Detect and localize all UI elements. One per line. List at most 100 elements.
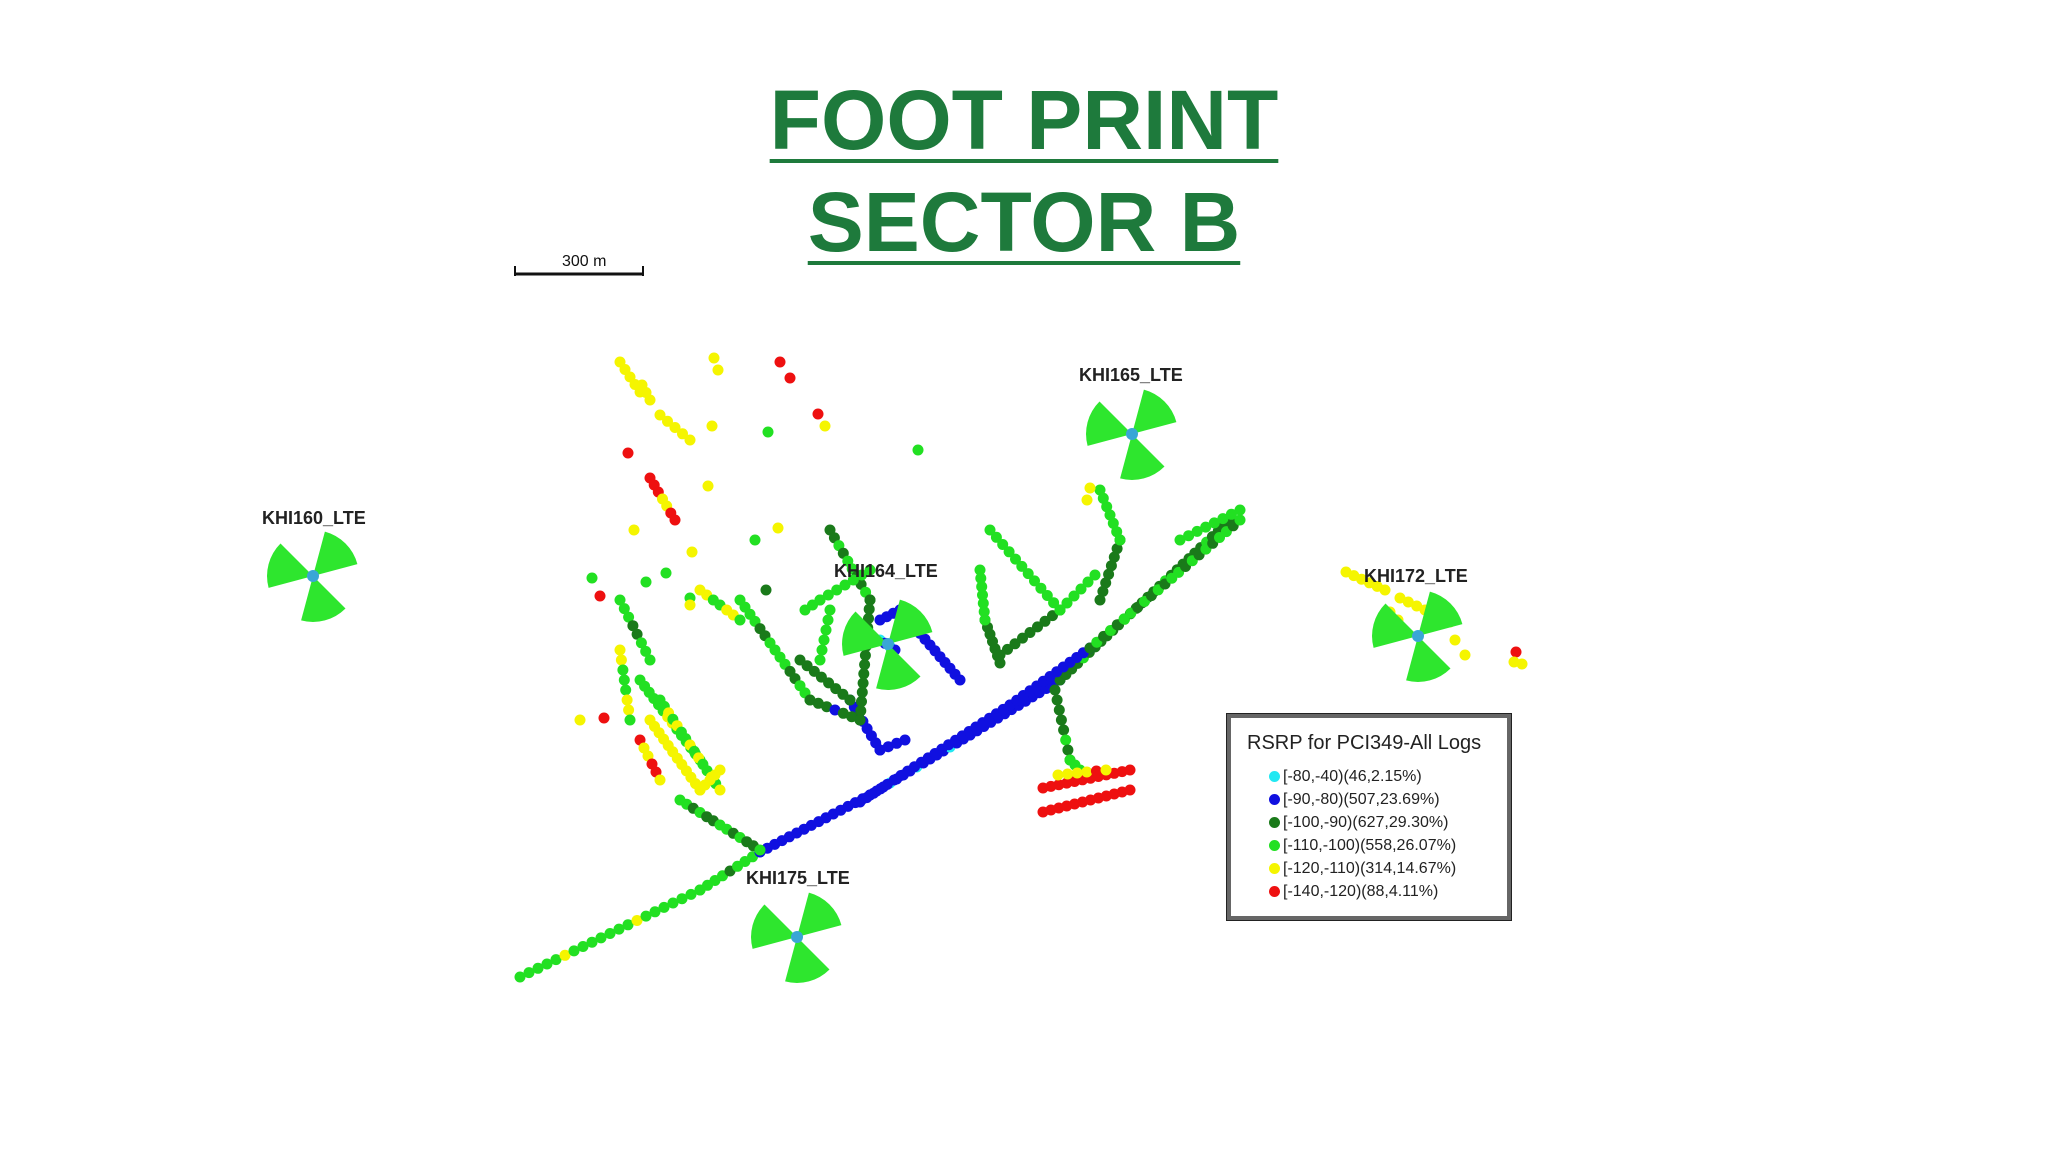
- measurement-point: [831, 584, 843, 596]
- measurement-point: [712, 364, 724, 376]
- title-line-1: FOOT PRINT: [769, 73, 1279, 167]
- measurement-point: [1082, 576, 1094, 588]
- measurement-point: [1104, 509, 1116, 521]
- measurement-point: [1183, 530, 1195, 542]
- measurement-point: [1002, 643, 1013, 655]
- site-symbol-khi172[interactable]: [1372, 591, 1463, 682]
- measurement-point: [595, 932, 607, 944]
- measurement-point: [1411, 600, 1423, 612]
- measurement-point: [1108, 551, 1120, 563]
- measurement-point: [814, 594, 826, 606]
- measurement-point: [677, 428, 688, 440]
- sector-wedge: [1086, 401, 1132, 446]
- legend-item-label: [-120,-110)(314,14.67%): [1283, 859, 1457, 877]
- measurement-point: [604, 928, 616, 939]
- measurement-point: [1107, 517, 1119, 529]
- measurement-point: [1009, 638, 1021, 650]
- measurement-point: [1191, 525, 1203, 537]
- site-symbol-khi164[interactable]: [842, 599, 933, 690]
- measurement-point: [863, 613, 874, 624]
- site-symbol-khi160[interactable]: [267, 531, 358, 622]
- measurement-point: [855, 705, 867, 717]
- site-label-khi172: KHI172_LTE: [1364, 566, 1468, 586]
- measurement-point: [984, 524, 996, 536]
- site-label-khi165: KHI165_LTE: [1079, 365, 1183, 385]
- sector-wedge: [876, 644, 921, 690]
- measurement-point: [1047, 610, 1058, 622]
- measurement-point: [820, 624, 832, 636]
- measurement-point: [1114, 534, 1126, 546]
- measurement-point: [1516, 658, 1528, 670]
- measurement-point: [864, 564, 876, 576]
- measurement-point: [857, 677, 869, 689]
- measurement-point: [622, 447, 634, 459]
- sites-layer: [267, 389, 1463, 983]
- site-symbol-khi165[interactable]: [1086, 389, 1177, 480]
- measurement-point: [891, 737, 903, 749]
- measurement-point: [1010, 553, 1021, 565]
- measurement-point: [623, 611, 635, 623]
- measurement-point: [577, 941, 589, 952]
- measurement-point: [1003, 546, 1015, 558]
- site-label-khi164: KHI164_LTE: [834, 561, 938, 581]
- measurement-point: [734, 614, 746, 626]
- measurement-point: [635, 637, 647, 649]
- measurement-point: [622, 919, 634, 931]
- measurement-point: [644, 394, 656, 406]
- legend-item-label: [-80,-40)(46,2.15%): [1283, 767, 1422, 785]
- measurement-point: [749, 534, 761, 546]
- measurement-point: [618, 674, 630, 686]
- legend-swatch-dark-green: [1269, 817, 1280, 828]
- measurement-point: [1024, 627, 1036, 638]
- measurement-point: [1084, 482, 1096, 494]
- measurement-point: [559, 949, 571, 961]
- site-label-khi160: KHI160_LTE: [262, 508, 366, 528]
- measurement-point: [847, 574, 859, 586]
- measurement-point: [631, 628, 643, 640]
- measurement-point: [1041, 590, 1053, 601]
- measurement-point: [1054, 604, 1066, 616]
- measurement-point: [1208, 517, 1220, 529]
- measurement-point: [1075, 583, 1087, 595]
- measurement-point: [667, 897, 679, 909]
- measurement-point: [816, 644, 828, 656]
- measurement-point: [822, 589, 834, 601]
- measurement-point: [772, 522, 784, 534]
- measurement-point: [686, 546, 698, 558]
- measurement-point: [617, 664, 629, 676]
- measurement-point: [1052, 769, 1064, 781]
- measurement-point: [594, 590, 606, 602]
- measurement-point: [818, 634, 830, 646]
- measurement-point: [684, 599, 696, 611]
- sector-wedge: [785, 937, 830, 983]
- measurement-point: [1234, 514, 1246, 526]
- measurement-point: [708, 352, 720, 364]
- measurement-point: [586, 572, 598, 584]
- measurement-point: [532, 962, 544, 974]
- measurement-point: [550, 954, 562, 966]
- legend-swatch-blue: [1269, 794, 1280, 805]
- legend-item-label: [-100,-90)(627,29.30%): [1283, 813, 1449, 831]
- sector-wedge: [301, 576, 346, 622]
- legend-item: [-90,-80)(507,23.69%): [1269, 788, 1507, 811]
- measurement-point: [839, 579, 851, 591]
- measurement-point: [912, 444, 924, 456]
- measurement-point: [1035, 582, 1047, 594]
- measurement-point: [1081, 494, 1093, 506]
- measurement-point: [649, 906, 661, 918]
- measurement-point: [837, 707, 849, 719]
- measurement-point: [1016, 560, 1028, 572]
- measurement-point: [1094, 484, 1106, 496]
- measurement-point: [812, 697, 824, 709]
- scale-bar: 300 m: [514, 253, 644, 276]
- measurement-point: [863, 603, 875, 615]
- measurement-point: [859, 649, 871, 661]
- measurement-point: [702, 480, 714, 492]
- rsrp-legend: RSRP for PCI349-All Logs [-80,-40)(46,2.…: [1226, 713, 1512, 921]
- measurement-point: [1071, 767, 1083, 779]
- measurement-point: [1101, 501, 1113, 513]
- measurement-point: [1449, 634, 1461, 646]
- measurement-point: [1032, 621, 1043, 633]
- site-symbol-khi175[interactable]: [751, 892, 842, 983]
